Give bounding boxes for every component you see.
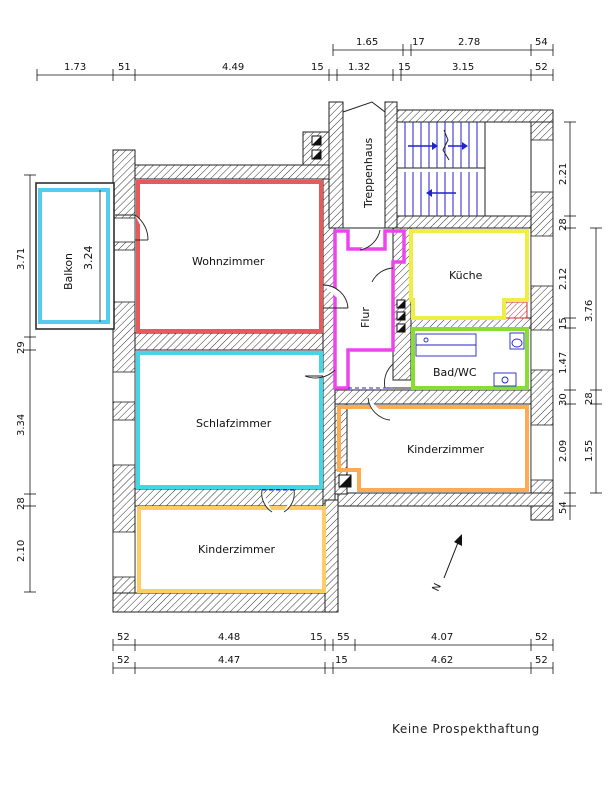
dimension-labels: 1.65 17 2.78 54 1.73 51 4.49 15 1.32 15 … — [16, 37, 595, 666]
wohnzimmer-label: Wohnzimmer — [192, 255, 265, 268]
treppenhaus-landing — [342, 101, 386, 229]
dim-bottom2-0: 52 — [117, 655, 130, 666]
dimension-lines — [24, 44, 602, 674]
schlafzimmer-label: Schlafzimmer — [196, 417, 272, 430]
bad-label: Bad/WC — [433, 366, 477, 379]
kinderzimmer-right-outline — [337, 405, 529, 492]
dim-right-inner-0: 2.21 — [558, 163, 569, 185]
dim-left-1: 29 — [16, 341, 27, 354]
dim-top2-0: 1.73 — [64, 62, 86, 73]
toilet — [509, 332, 525, 350]
sink — [493, 372, 517, 387]
kueche-label: Küche — [449, 269, 483, 282]
dim-right-outer-0: 3.76 — [584, 300, 595, 322]
dim-right-inner-1: 28 — [558, 218, 569, 231]
kinderzimmer-left-label: Kinderzimmer — [198, 543, 276, 556]
kinderzimmer-right-label: Kinderzimmer — [407, 443, 485, 456]
dim-top1-3: 54 — [535, 37, 548, 48]
north-label: N — [431, 582, 444, 593]
north-arrow-icon: N — [431, 534, 462, 593]
schlafzimmer-outline — [136, 351, 323, 489]
dim-right-inner-6: 2.09 — [558, 440, 569, 462]
dim-top2-3: 15 — [311, 62, 324, 73]
staircase — [396, 121, 532, 217]
chimney-shafts — [311, 135, 406, 488]
wohnzimmer-outline — [136, 180, 323, 333]
dim-top1-2: 2.78 — [458, 37, 480, 48]
dim-bottom1-4: 4.07 — [431, 632, 453, 643]
room-labels: Wohnzimmer Schlafzimmer Kinderzimmer Kin… — [62, 137, 485, 556]
kueche-outline — [409, 229, 529, 320]
dim-bottom2-3: 4.62 — [431, 655, 453, 666]
dim-bottom2-2: 15 — [335, 655, 348, 666]
dim-top2-2: 4.49 — [222, 62, 244, 73]
dim-top2-4: 1.32 — [348, 62, 370, 73]
dim-bottom1-3: 55 — [337, 632, 350, 643]
dim-top1-1: 17 — [412, 37, 425, 48]
doors — [115, 214, 411, 513]
dim-left-0: 3.71 — [16, 248, 27, 270]
dim-right-outer-1: 28 — [584, 392, 595, 405]
dim-bottom2-1: 4.47 — [218, 655, 240, 666]
dim-top2-1: 51 — [118, 62, 131, 73]
dim-bottom2-4: 52 — [535, 655, 548, 666]
dim-top2-5: 15 — [398, 62, 411, 73]
dim-right-inner-3: 15 — [558, 317, 569, 330]
balkon-outline — [38, 188, 110, 324]
balkon-dim-label: 3.24 — [82, 246, 95, 271]
dim-left-2: 3.34 — [16, 414, 27, 436]
bad-outline — [411, 327, 529, 390]
dim-right-inner-5: 30 — [558, 393, 569, 406]
dim-bottom1-2: 15 — [310, 632, 323, 643]
dim-bottom1-1: 4.48 — [218, 632, 240, 643]
flur-label: Flur — [359, 307, 372, 328]
disclaimer-note: Keine Prospekthaftung — [392, 722, 540, 736]
balkon-label: Balkon — [62, 253, 75, 290]
dim-right-inner-7: 54 — [558, 501, 569, 514]
dim-right-inner-2: 2.12 — [558, 268, 569, 290]
windows — [112, 139, 554, 578]
dim-right-outer-2: 1.55 — [584, 440, 595, 462]
kinderzimmer-left-outline — [137, 506, 326, 593]
dim-bottom1-0: 52 — [117, 632, 130, 643]
dim-right-inner-4: 1.47 — [558, 352, 569, 374]
dim-left-4: 2.10 — [16, 540, 27, 562]
dim-bottom1-5: 52 — [535, 632, 548, 643]
dim-left-3: 28 — [16, 497, 27, 510]
bathroom-fixtures — [415, 332, 525, 387]
treppenhaus-label: Treppenhaus — [362, 137, 375, 209]
dim-top1-0: 1.65 — [356, 37, 378, 48]
dim-top2-6: 3.15 — [452, 62, 474, 73]
dim-top2-7: 52 — [535, 62, 548, 73]
balkon — [35, 182, 115, 330]
kitchen-chimney — [504, 301, 528, 319]
